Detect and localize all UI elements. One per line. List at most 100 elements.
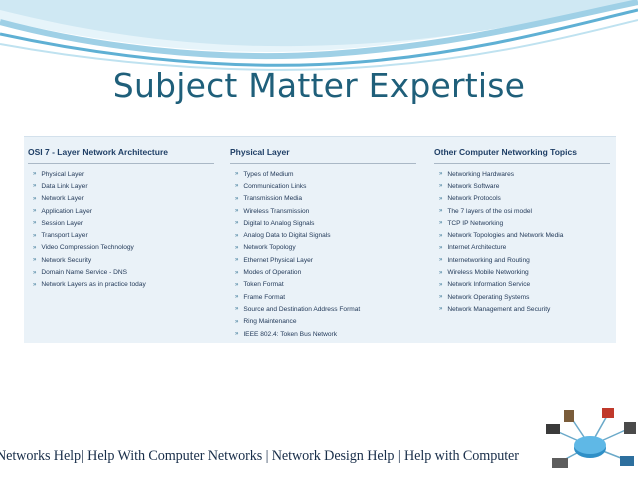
topic-label: Network Management and Security [447, 305, 551, 313]
topic-label: Physical Layer [41, 170, 85, 178]
double-chevron-right-icon: » [439, 257, 443, 264]
topic-link[interactable]: » Network Protocols [434, 193, 614, 205]
topic-link[interactable]: »Digital to Analog Signals [230, 217, 420, 229]
topic-label: Network Security [41, 256, 92, 264]
double-chevron-right-icon: » [33, 281, 37, 288]
double-chevron-right-icon: » [235, 195, 239, 202]
topic-link[interactable]: »Network Layers as in practice today [28, 279, 218, 291]
topic-link[interactable]: »Network Operating Systems [434, 291, 614, 303]
topic-link[interactable]: » Types of Medium [230, 168, 420, 180]
double-chevron-right-icon: » [33, 232, 37, 239]
topic-label: Data Link Layer [41, 182, 88, 190]
topic-label: Transmission Media [243, 195, 303, 203]
topic-label: Network Protocols [447, 195, 501, 203]
double-chevron-right-icon: » [235, 269, 239, 276]
topic-link[interactable]: » IEEE 802.4: Token Bus Network [230, 328, 420, 340]
topic-label: Wireless Mobile Networking [447, 269, 529, 277]
double-chevron-right-icon: » [235, 232, 239, 239]
topic-link[interactable]: »Network Information Service [434, 279, 614, 291]
topic-link[interactable]: » Network Security [28, 254, 218, 266]
double-chevron-right-icon: » [33, 171, 37, 178]
topic-label: Network Information Service [447, 281, 531, 289]
double-chevron-right-icon: » [439, 183, 443, 190]
topic-link[interactable]: » Modes of Operation [230, 266, 420, 278]
topic-label: Internetworking and Routing [447, 256, 530, 264]
column-header: Physical Layer [230, 137, 416, 164]
topic-link[interactable]: »Ethernet Physical Layer [230, 254, 420, 266]
double-chevron-right-icon: » [439, 244, 443, 251]
topic-label: Modes of Operation [243, 269, 302, 277]
topic-link[interactable]: » Wireless Mobile Networking [434, 266, 614, 278]
double-chevron-right-icon: » [33, 220, 37, 227]
topic-link[interactable]: » Transmission Media [230, 193, 420, 205]
topic-link[interactable]: » Token Format [230, 279, 420, 291]
double-chevron-right-icon: » [439, 294, 443, 301]
double-chevron-right-icon: » [235, 306, 239, 313]
topic-link[interactable]: » Data Link Layer [28, 180, 218, 192]
double-chevron-right-icon: » [439, 220, 443, 227]
topic-label: Ethernet Physical Layer [243, 256, 313, 264]
topic-label: Analog Data to Digital Signals [243, 232, 331, 240]
topic-list: »Networking Hardwares »Network Software … [434, 168, 614, 316]
topic-label: Types of Medium [243, 170, 294, 178]
topic-link[interactable]: » Internetworking and Routing [434, 254, 614, 266]
double-chevron-right-icon: » [235, 331, 239, 337]
topic-label: Frame Format [243, 293, 286, 301]
network-diagram-icon [546, 408, 636, 468]
topic-label: Ring Maintenance [243, 318, 297, 326]
topic-label: Source and Destination Address Format [243, 305, 361, 313]
column-osi-layers: OSI 7 - Layer Network Architecture »Phys… [28, 137, 218, 291]
double-chevron-right-icon: » [235, 220, 239, 227]
topic-link[interactable]: »Application Layer [28, 205, 218, 217]
header-wave-decoration [0, 0, 638, 71]
topic-link[interactable]: »Video Compression Technology [28, 242, 218, 254]
topic-link[interactable]: » Network Layer [28, 193, 218, 205]
topic-label: TCP IP Networking [447, 219, 504, 227]
topic-link[interactable]: »Transport Layer [28, 229, 218, 241]
topic-link[interactable]: » TCP IP Networking [434, 217, 614, 229]
topic-link[interactable]: »Internet Architecture [434, 242, 614, 254]
double-chevron-right-icon: » [235, 318, 239, 325]
topic-label: Token Format [243, 281, 284, 289]
topic-link[interactable]: »Frame Format [230, 291, 420, 303]
double-chevron-right-icon: » [33, 195, 37, 202]
topic-link[interactable]: » Network Topology [230, 242, 420, 254]
topic-link[interactable]: » Wireless Transmission [230, 205, 420, 217]
topic-link[interactable]: » Analog Data to Digital Signals [230, 229, 420, 241]
topic-link[interactable]: » Ring Maintenance [230, 316, 420, 328]
topic-link[interactable]: » Network Management and Security [434, 303, 614, 315]
topic-label: Network Topologies and Network Media [447, 232, 564, 240]
topic-link[interactable]: »The 7 layers of the osi model [434, 205, 614, 217]
topic-label: Wireless Transmission [243, 207, 310, 215]
column-physical-layer: Physical Layer » Types of Medium » Communi… [230, 137, 420, 340]
double-chevron-right-icon: » [439, 269, 443, 276]
topic-label: Communication Links [243, 182, 307, 190]
topic-label: IEEE 802.4: Token Bus Network [243, 330, 338, 338]
topic-link[interactable]: »Domain Name Service - DNS [28, 266, 218, 278]
topic-link[interactable]: »Networking Hardwares [434, 168, 614, 180]
double-chevron-right-icon: » [33, 183, 37, 190]
topic-label: Application Layer [41, 207, 92, 215]
double-chevron-right-icon: » [439, 195, 443, 202]
topic-label: Network Topology [243, 244, 296, 252]
double-chevron-right-icon: » [439, 306, 443, 313]
topic-link[interactable]: » Session Layer [28, 217, 218, 229]
topic-label: Network Layer [41, 195, 84, 203]
topic-link[interactable]: » Communication Links [230, 180, 420, 192]
double-chevron-right-icon: » [235, 244, 239, 251]
topic-link[interactable]: »Network Topologies and Network Media [434, 229, 614, 241]
double-chevron-right-icon: » [235, 183, 239, 190]
double-chevron-right-icon: » [235, 281, 239, 288]
topic-link[interactable]: » Source and Destination Address Format [230, 303, 420, 315]
double-chevron-right-icon: » [235, 171, 239, 178]
topics-panel: OSI 7 - Layer Network Architecture »Phys… [24, 136, 616, 343]
double-chevron-right-icon: » [235, 208, 239, 215]
topic-label: Session Layer [41, 219, 84, 227]
topic-link[interactable]: »Network Software [434, 180, 614, 192]
topic-list: » Types of Medium » Communication Links » T… [230, 168, 420, 340]
double-chevron-right-icon: » [33, 244, 37, 251]
topic-list: »Physical Layer »Data Link Layer »Networ… [28, 168, 218, 291]
topic-label: Domain Name Service - DNS [41, 269, 128, 277]
topic-link[interactable]: » Physical Layer [28, 168, 218, 180]
double-chevron-right-icon: » [33, 257, 37, 264]
